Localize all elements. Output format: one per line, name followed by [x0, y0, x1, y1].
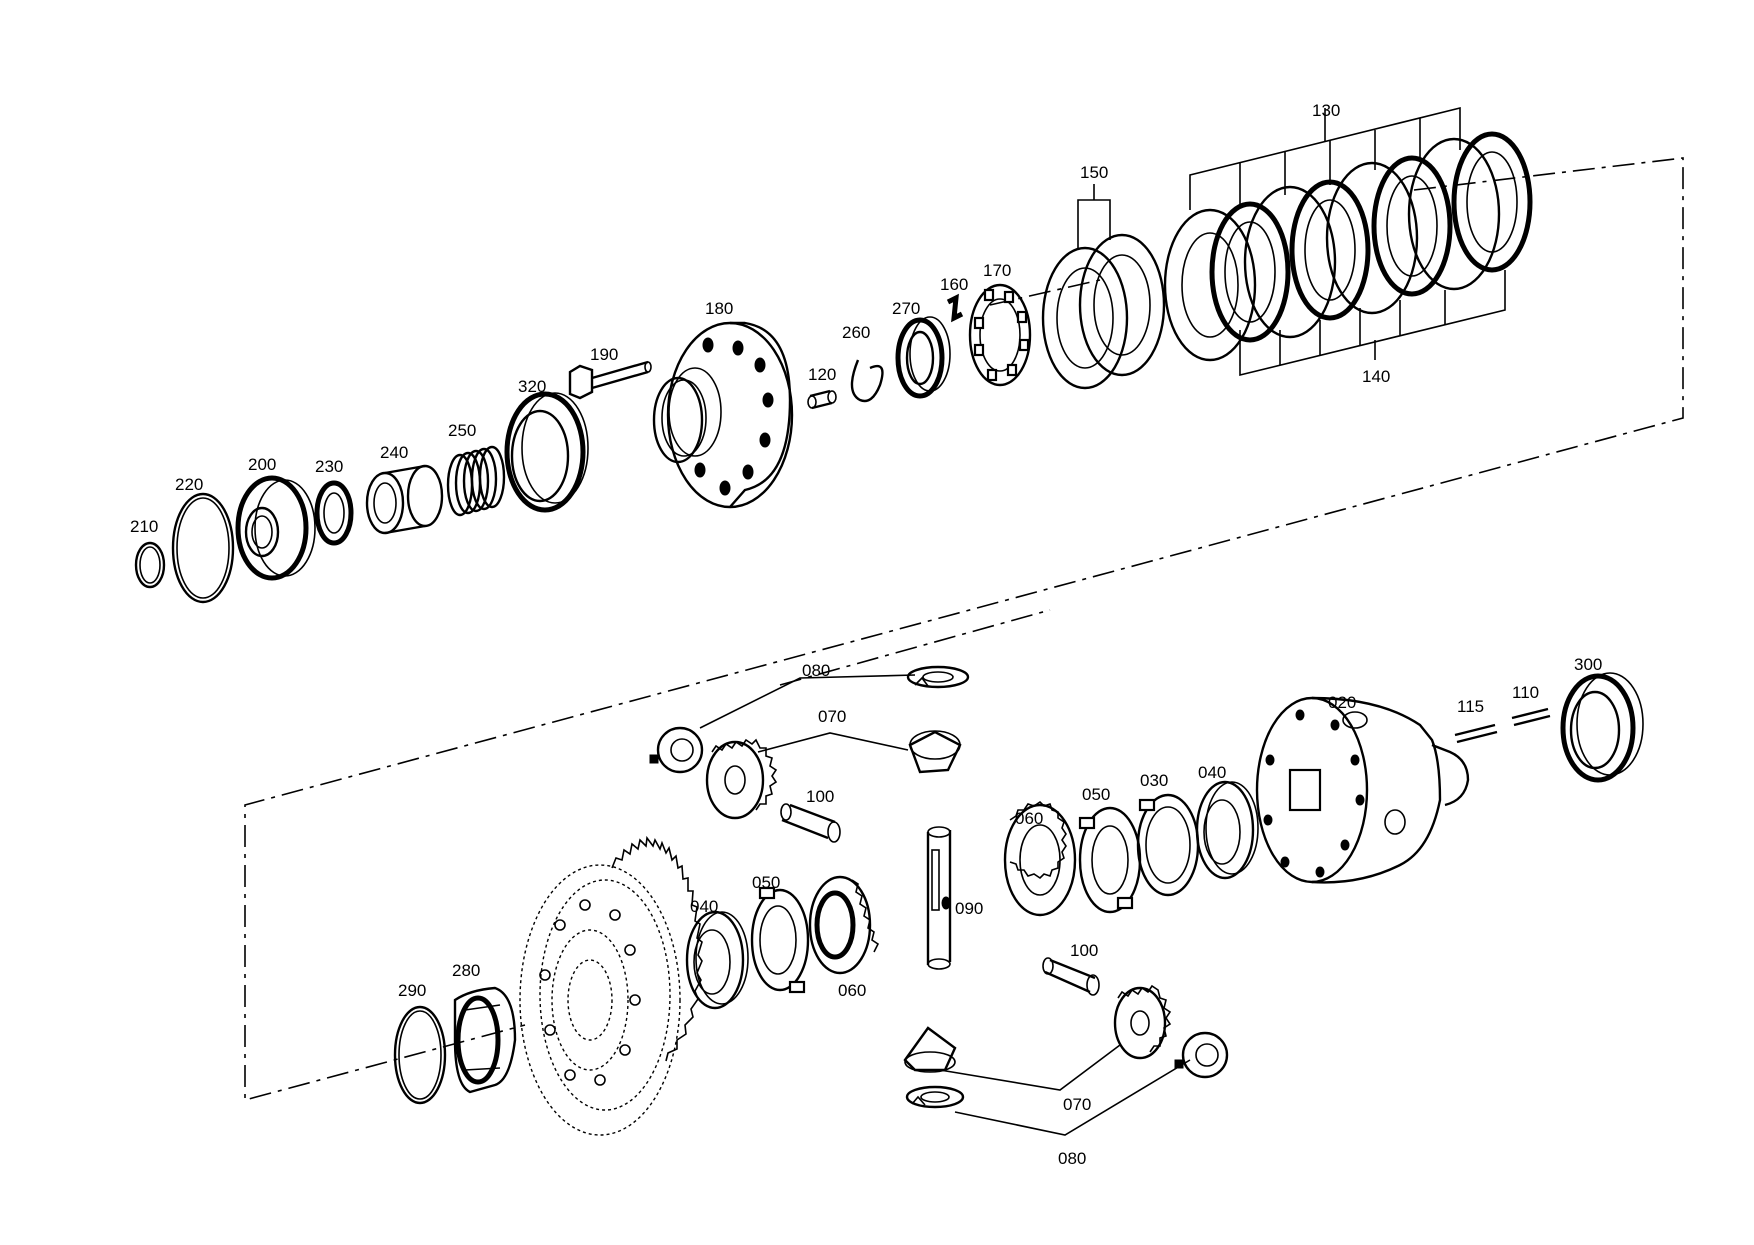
part-150-discs: [1041, 233, 1166, 390]
label-040-right: 040: [1198, 763, 1226, 782]
label-200: 200: [248, 455, 276, 474]
part-020-diff-case: [1255, 696, 1470, 884]
part-030-washer: [1136, 793, 1200, 897]
part-120-pin: [807, 389, 837, 410]
part-115-pin: [1454, 723, 1498, 744]
label-100-bottom: 100: [1070, 941, 1098, 960]
part-300-bearing: [1560, 672, 1644, 783]
part-060-right-side-gear: [1003, 800, 1077, 917]
label-120: 120: [808, 365, 836, 384]
part-220-o-ring: [171, 492, 235, 604]
label-115: 115: [1457, 697, 1484, 716]
label-170: 170: [983, 261, 1011, 280]
part-050-right-thrust: [1078, 806, 1142, 914]
leader-150: [1077, 184, 1111, 248]
part-250-spring: [446, 445, 506, 517]
label-240: 240: [380, 443, 408, 462]
leader-lines: [699, 674, 1191, 1136]
assembly-boundary: [244, 157, 1684, 1102]
label-230: 230: [315, 457, 343, 476]
label-080-top: 080: [802, 661, 830, 680]
label-150: 150: [1080, 163, 1108, 182]
part-040-left-washer: [685, 910, 749, 1010]
label-250: 250: [448, 421, 476, 440]
label-320: 320: [518, 377, 546, 396]
axis-line-mid: [779, 609, 1051, 686]
ring-gear: [519, 835, 703, 1136]
label-160: 160: [940, 275, 968, 294]
part-190-bolt: [568, 360, 652, 400]
part-240-bushing: [365, 464, 444, 535]
part-180-housing: [652, 321, 794, 509]
label-020: 020: [1328, 693, 1356, 712]
leader-140: [1239, 270, 1506, 377]
part-050-left-thrust: [750, 886, 810, 994]
label-060-right: 060: [1015, 809, 1043, 828]
part-210-o-ring: [134, 541, 166, 589]
label-070-bottom: 070: [1063, 1095, 1091, 1114]
label-270: 270: [892, 299, 920, 318]
part-090-shaft: [926, 826, 952, 970]
label-040-left: 040: [690, 897, 718, 916]
label-130: 130: [1312, 101, 1340, 120]
label-070-top: 070: [818, 707, 846, 726]
label-100-top: 100: [806, 787, 834, 806]
part-100-top-pin: [780, 803, 841, 843]
part-080-bottom-washers: [905, 1031, 1229, 1109]
part-170-cage: [968, 283, 1032, 387]
part-070-top-pinions: [705, 730, 962, 820]
label-180: 180: [705, 299, 733, 318]
label-030: 030: [1140, 771, 1168, 790]
leader-130: [1189, 106, 1461, 210]
label-190: 190: [590, 345, 618, 364]
part-160-clip: [946, 293, 964, 323]
part-100-bottom-pin: [1042, 957, 1100, 996]
label-280: 280: [452, 961, 480, 980]
part-080-top-washers: [649, 665, 970, 774]
part-260-snap-ring: [850, 359, 884, 403]
label-050-right: 050: [1082, 785, 1110, 804]
part-060-left-side-gear: [808, 875, 880, 975]
part-070-bottom-pinions: [903, 984, 1172, 1073]
label-080-bottom: 080: [1058, 1149, 1086, 1168]
label-050-left: 050: [752, 873, 780, 892]
label-090: 090: [955, 899, 983, 918]
label-300: 300: [1574, 655, 1602, 674]
label-290: 290: [398, 981, 426, 1000]
part-320-seal-ring: [504, 391, 589, 513]
label-220: 220: [175, 475, 203, 494]
part-230-seal: [314, 480, 354, 546]
label-140: 140: [1362, 367, 1390, 386]
part-270-bearing: [895, 316, 951, 399]
part-130-140-disc-stack: [1163, 131, 1533, 362]
part-110-pin: [1511, 707, 1551, 727]
part-290-ring: [393, 1005, 447, 1105]
label-060-left: 060: [838, 981, 866, 1000]
part-labels: 210 220 200 230 240 250 320 190 180 120 …: [130, 101, 1602, 1168]
label-260: 260: [842, 323, 870, 342]
label-210: 210: [130, 517, 158, 536]
label-110: 110: [1512, 683, 1539, 702]
part-200-cover: [235, 475, 316, 581]
part-040-right-washer: [1195, 780, 1259, 880]
part-280-bearing: [453, 986, 517, 1094]
